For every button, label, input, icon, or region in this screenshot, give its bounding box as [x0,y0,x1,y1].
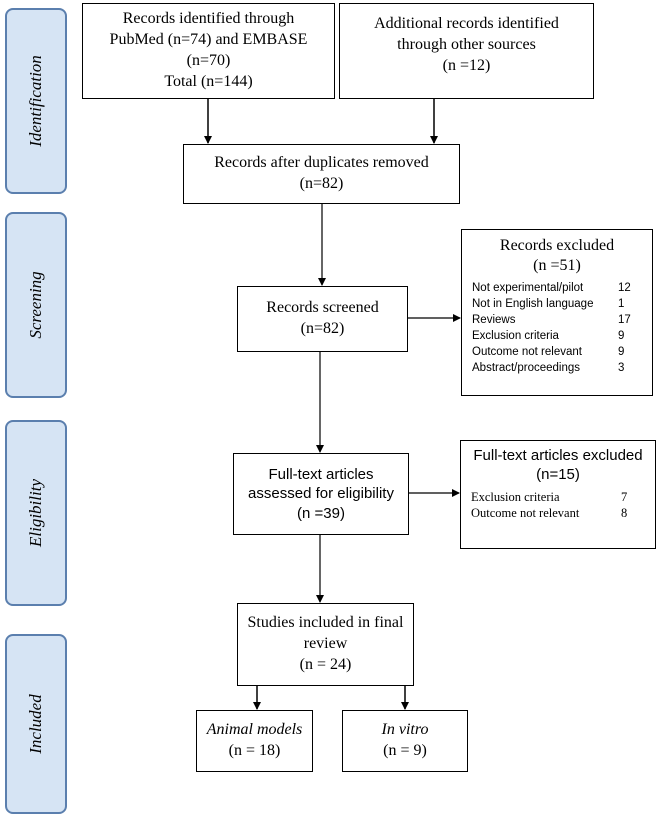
included-line3: (n = 24) [299,655,352,673]
excluded-count: 12 [618,282,631,294]
phase-screening: Screening [5,212,67,398]
screened-line1: Records screened [266,299,379,317]
screened-line2: (n=82) [300,320,345,337]
records-excluded-row: Outcome not relevant 9 [472,344,642,360]
fulltext-excluded-title: Full-text articles excluded [473,447,643,464]
identified-line2: PubMed (n=74) and EMBASE [109,31,308,49]
fulltext-excluded-count-value: 7 [621,489,628,504]
records-excluded-count: (n =51) [533,257,581,274]
records-excluded-row: Not in English language 1 [472,296,642,312]
invitro-count: (n = 9) [383,742,427,759]
excluded-count: 17 [618,314,631,326]
excluded-reason: Exclusion criteria [472,330,559,342]
animal-count: (n = 18) [228,742,281,759]
phase-identification: Identification [5,8,67,194]
in-vitro-box: In vitro (n = 9) [342,710,468,772]
fulltext-excluded-reason: Exclusion criteria [471,489,560,504]
fulltext-excluded-list: Exclusion criteria 7 Outcome not relevan… [471,489,645,521]
excluded-count: 3 [618,362,625,374]
invitro-label: In vitro [381,721,429,739]
fulltext-excluded-count: (n=15) [536,465,580,483]
fulltext-assessed-box: Full-text articles assessed for eligibil… [233,453,409,535]
identified-line1: Records identified through [122,10,295,28]
records-excluded-title: Records excluded [499,237,615,254]
fulltext-excluded-box: Full-text articles excluded (n=15) Exclu… [460,440,656,549]
fulltext-line3: (n =39) [297,504,345,522]
studies-included-box: Studies included in final review (n = 24… [237,603,414,686]
fulltext-excluded-row: Exclusion criteria 7 [471,489,645,505]
records-excluded-box: Records excluded (n =51) Not experimenta… [461,229,653,396]
phase-eligibility: Eligibility [5,420,67,606]
deduplicated-line2: (n=82) [299,175,344,192]
excluded-count: 9 [618,330,625,342]
animal-models-box: Animal models (n = 18) [196,710,313,772]
excluded-reason: Reviews [472,314,516,326]
fulltext-line2: assessed for eligibility [248,485,394,503]
records-excluded-row: Exclusion criteria 9 [472,328,642,344]
screened-records-box: Records screened (n=82) [237,286,408,352]
excluded-reason: Outcome not relevant [472,346,582,358]
identified-records-box: Records identified through PubMed (n=74)… [82,3,335,99]
additional-line3: (n =12) [442,56,491,74]
identified-line4: Total (n=144) [164,72,253,90]
included-line2: review [303,635,348,653]
phase-included: Included [5,634,67,814]
excluded-count: 1 [618,298,625,310]
phase-identification-label: Identification [26,55,45,147]
phase-eligibility-label: Eligibility [26,479,45,547]
animal-label: Animal models [206,721,303,739]
records-excluded-row: Not experimental/pilot 12 [472,280,642,296]
records-excluded-row: Abstract/proceedings 3 [472,360,642,376]
fulltext-excluded-row: Outcome not relevant 8 [471,505,645,521]
fulltext-excluded-reason: Outcome not relevant [471,505,580,520]
records-excluded-list: Not experimental/pilot 12 Not in English… [472,280,642,376]
records-excluded-row: Reviews 17 [472,312,642,328]
deduplicated-line1: Records after duplicates removed [214,154,429,172]
excluded-count: 9 [618,346,625,358]
additional-line1: Additional records identified [374,15,559,32]
identified-line3: (n=70) [186,52,231,69]
phase-included-label: Included [26,694,45,754]
excluded-reason: Abstract/proceedings [472,362,581,374]
included-line1: Studies included in final [247,614,404,632]
fulltext-excluded-count-value: 8 [621,505,628,520]
fulltext-line1: Full-text articles [268,465,374,483]
additional-records-box: Additional records identified through ot… [339,3,594,99]
excluded-reason: Not in English language [472,298,594,310]
excluded-reason: Not experimental/pilot [472,282,584,294]
additional-line2: through other sources [397,35,536,53]
phase-screening-label: Screening [26,271,45,339]
deduplicated-records-box: Records after duplicates removed (n=82) [183,144,460,204]
